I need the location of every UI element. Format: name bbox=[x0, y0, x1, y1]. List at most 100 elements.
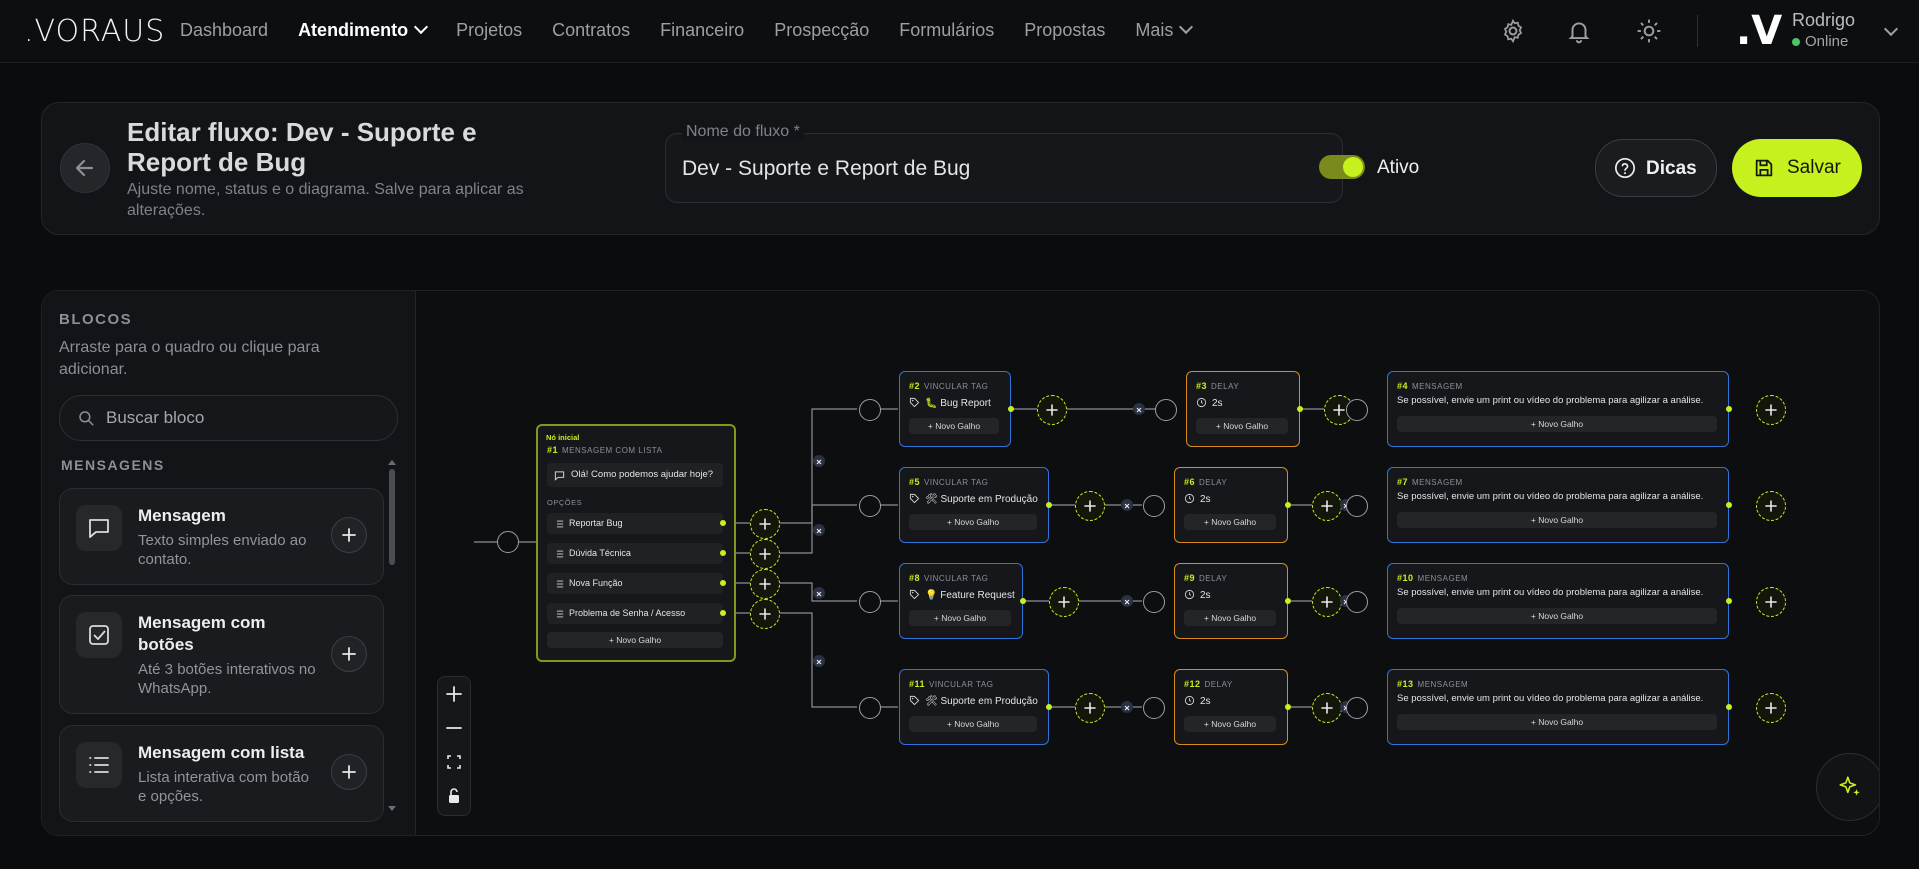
voraus-logo[interactable]: .VORAUS bbox=[24, 14, 166, 49]
nav-formularios[interactable]: Formulários bbox=[899, 20, 995, 40]
new-branch-button[interactable]: + Novo Galho bbox=[1397, 714, 1717, 730]
add-node-button[interactable] bbox=[1312, 491, 1342, 521]
scroll-up-icon[interactable] bbox=[388, 459, 396, 465]
connection-port[interactable] bbox=[1046, 502, 1052, 508]
connection-port[interactable] bbox=[1726, 704, 1732, 710]
connection-port[interactable] bbox=[720, 610, 726, 616]
new-branch-button[interactable]: + Novo Galho bbox=[1397, 416, 1717, 432]
option-item[interactable]: Reportar Bug bbox=[547, 513, 723, 534]
block-card-mensagem-botoes[interactable]: Mensagem com botões Até 3 botões interat… bbox=[59, 595, 384, 714]
nav-mais[interactable]: Mais bbox=[1135, 19, 1194, 41]
connection-port[interactable] bbox=[1285, 598, 1291, 604]
add-node-button[interactable] bbox=[750, 509, 780, 539]
remove-edge-button[interactable] bbox=[1133, 403, 1145, 415]
new-branch-button[interactable]: + Novo Galho bbox=[1397, 608, 1717, 624]
back-button[interactable] bbox=[60, 143, 110, 193]
add-node-button[interactable] bbox=[750, 599, 780, 629]
option-item[interactable]: Nova Função bbox=[547, 573, 723, 594]
branch-entry-point[interactable] bbox=[859, 591, 881, 613]
save-button[interactable]: Salvar bbox=[1732, 139, 1862, 197]
block-search[interactable]: Buscar bloco bbox=[59, 395, 398, 441]
connection-port[interactable] bbox=[1285, 704, 1291, 710]
nav-projetos[interactable]: Projetos bbox=[456, 20, 523, 40]
add-node-button[interactable] bbox=[1756, 587, 1786, 617]
remove-edge-button[interactable] bbox=[813, 455, 825, 467]
nav-contratos[interactable]: Contratos bbox=[552, 20, 631, 40]
nav-propostas[interactable]: Propostas bbox=[1024, 20, 1106, 40]
dicas-button[interactable]: Dicas bbox=[1595, 139, 1717, 197]
delay-entry-point[interactable] bbox=[1143, 591, 1165, 613]
block-card-mensagem-lista[interactable]: Mensagem com lista Lista interativa com … bbox=[59, 725, 384, 822]
scrollbar-thumb[interactable] bbox=[389, 469, 395, 565]
new-branch-button[interactable]: + Novo Galho bbox=[1184, 716, 1276, 732]
connection-port[interactable] bbox=[1285, 502, 1291, 508]
connection-port[interactable] bbox=[1726, 502, 1732, 508]
connection-port[interactable] bbox=[720, 550, 726, 556]
connection-port[interactable] bbox=[720, 580, 726, 586]
message-entry-point[interactable] bbox=[1346, 591, 1368, 613]
add-node-button[interactable] bbox=[1756, 395, 1786, 425]
branch-entry-point[interactable] bbox=[859, 399, 881, 421]
gear-icon[interactable] bbox=[1500, 18, 1526, 44]
delay-entry-point[interactable] bbox=[1143, 697, 1165, 719]
remove-edge-button[interactable] bbox=[813, 587, 825, 599]
add-block-button[interactable] bbox=[331, 636, 367, 672]
block-card-mensagem[interactable]: Mensagem Texto simples enviado ao contat… bbox=[59, 488, 384, 585]
lock-icon[interactable] bbox=[438, 779, 470, 813]
remove-edge-button[interactable] bbox=[813, 524, 825, 536]
add-node-button[interactable] bbox=[1037, 395, 1067, 425]
nav-atendimento[interactable]: Atendimento bbox=[298, 19, 429, 41]
avatar[interactable]: .V bbox=[1736, 8, 1783, 54]
remove-edge-button[interactable] bbox=[1121, 595, 1133, 607]
delay-entry-point[interactable] bbox=[1143, 495, 1165, 517]
scroll-down-icon[interactable] bbox=[388, 806, 396, 812]
search-input[interactable]: Buscar bloco bbox=[106, 408, 205, 427]
connection-port[interactable] bbox=[1008, 406, 1014, 412]
message-entry-point[interactable] bbox=[1346, 399, 1368, 421]
zoom-out-icon[interactable] bbox=[438, 711, 470, 745]
new-branch-button[interactable]: + Novo Galho bbox=[909, 610, 1011, 626]
connection-port[interactable] bbox=[1297, 406, 1303, 412]
add-node-button[interactable] bbox=[1075, 693, 1105, 723]
add-block-button[interactable] bbox=[331, 754, 367, 790]
new-branch-button[interactable]: + Novo Galho bbox=[1184, 514, 1276, 530]
new-branch-button[interactable]: + Novo Galho bbox=[909, 514, 1037, 530]
remove-edge-button[interactable] bbox=[1121, 499, 1133, 511]
bell-icon[interactable] bbox=[1566, 18, 1592, 44]
new-branch-button[interactable]: + Novo Galho bbox=[547, 632, 723, 648]
connection-port[interactable] bbox=[1726, 598, 1732, 604]
message-entry-point[interactable] bbox=[1346, 697, 1368, 719]
fit-view-icon[interactable] bbox=[438, 745, 470, 779]
new-branch-button[interactable]: + Novo Galho bbox=[909, 418, 999, 434]
active-toggle[interactable] bbox=[1319, 155, 1365, 179]
flow-start-point[interactable] bbox=[497, 531, 519, 553]
add-node-button[interactable] bbox=[1049, 587, 1079, 617]
connection-port[interactable] bbox=[720, 520, 726, 526]
nav-dashboard[interactable]: Dashboard bbox=[180, 20, 269, 40]
connection-port[interactable] bbox=[1046, 704, 1052, 710]
new-branch-button[interactable]: + Novo Galho bbox=[1184, 610, 1276, 626]
add-node-button[interactable] bbox=[1075, 491, 1105, 521]
new-branch-button[interactable]: + Novo Galho bbox=[1196, 418, 1288, 434]
new-branch-button[interactable]: + Novo Galho bbox=[1397, 512, 1717, 528]
user-name[interactable]: Rodrigo bbox=[1792, 10, 1856, 30]
add-node-button[interactable] bbox=[1756, 491, 1786, 521]
connection-port[interactable] bbox=[1020, 598, 1026, 604]
chevron-down-icon[interactable] bbox=[1883, 21, 1899, 37]
add-block-button[interactable] bbox=[331, 517, 367, 553]
ai-assistant-button[interactable] bbox=[1816, 753, 1879, 821]
remove-edge-button[interactable] bbox=[1121, 701, 1133, 713]
option-item[interactable]: Dúvida Técnica bbox=[547, 543, 723, 564]
add-node-button[interactable] bbox=[1756, 693, 1786, 723]
connection-port[interactable] bbox=[1726, 406, 1732, 412]
flow-name-input[interactable]: Dev - Suporte e Report de Bug bbox=[682, 157, 971, 180]
